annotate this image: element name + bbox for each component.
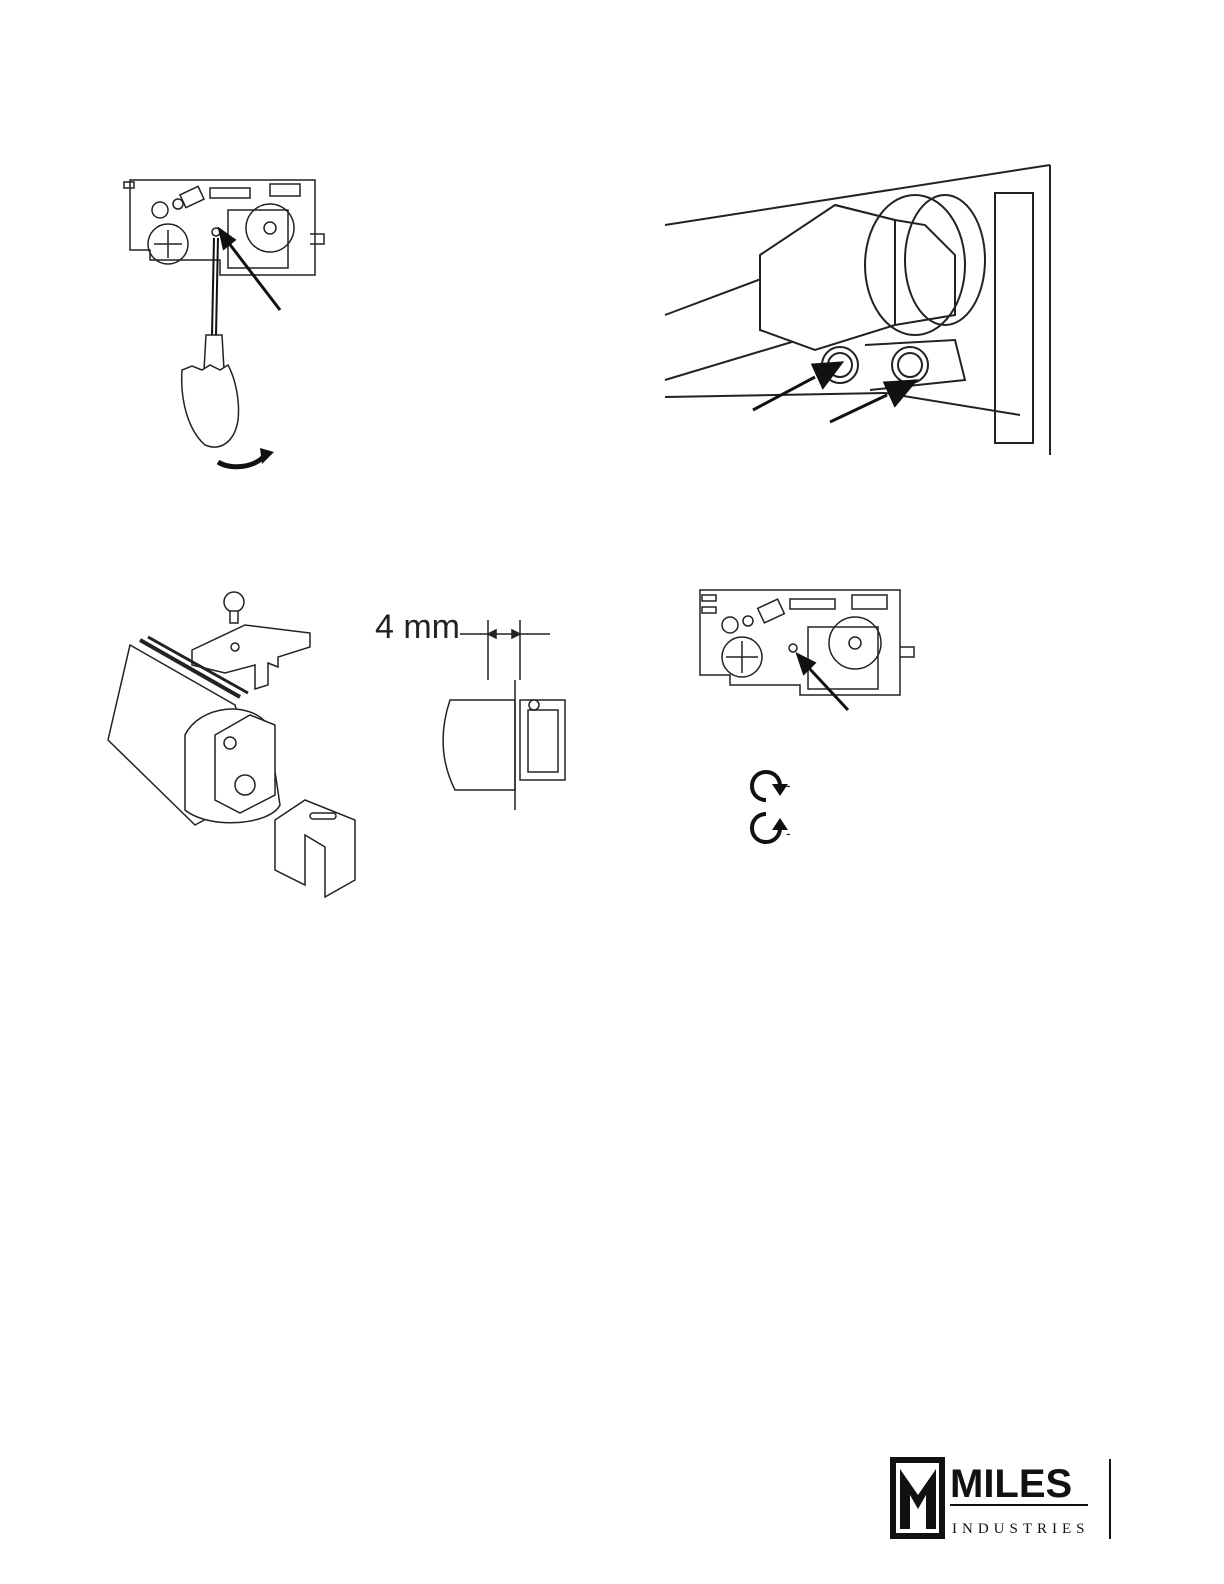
bracket-assembly-illustration: [100, 585, 365, 905]
valve-screwdriver-illustration: [110, 170, 350, 490]
bracket-assembly-figure: [100, 585, 365, 905]
miles-industries-logo: MILES INDUSTRIES: [888, 1455, 1120, 1545]
logo-mark: MILES INDUSTRIES: [888, 1455, 1120, 1545]
counterclockwise-arrow-icon: [752, 814, 788, 842]
clockwise-caption: -: [786, 777, 791, 793]
gap-detail-figure: [430, 620, 580, 820]
logo-brand-text: MILES: [950, 1462, 1072, 1506]
valve-screwdriver-figure: [110, 170, 350, 490]
valve-adjust-figure: [690, 585, 930, 720]
pipe-fitting-illustration: [665, 165, 1060, 460]
pipe-fitting-figure: [665, 165, 1060, 460]
gap-detail-illustration: [430, 620, 580, 820]
logo-sub-text: INDUSTRIES: [952, 1521, 1090, 1537]
counterclockwise-caption: -: [786, 825, 791, 841]
valve-adjust-illustration: [690, 585, 930, 720]
rotation-symbols: - -: [730, 770, 810, 860]
clockwise-arrow-icon: [752, 772, 788, 800]
